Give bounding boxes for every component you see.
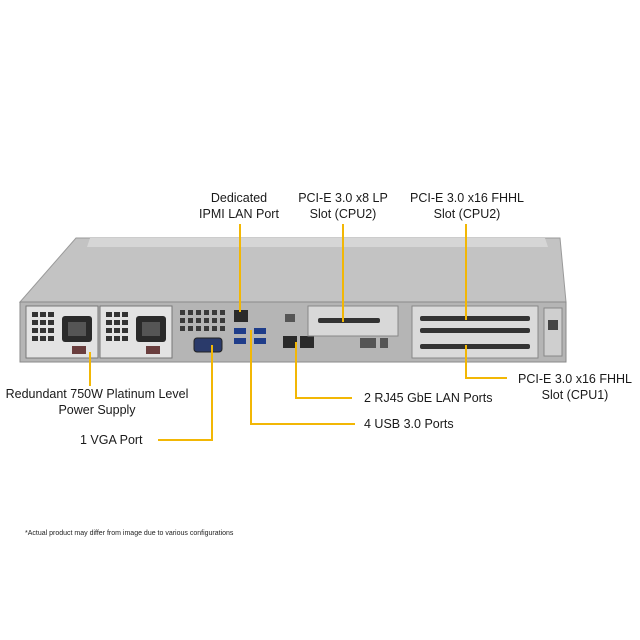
callout-usb: 4 USB 3.0 Ports	[364, 416, 454, 432]
callout-psu-line1: Redundant 750W Platinum Level	[5, 387, 189, 401]
callout-power-supply: Redundant 750W Platinum Level Power Supp…	[2, 386, 192, 418]
callout-ipmi-line1: Dedicated	[210, 191, 268, 205]
callout-leader-lines	[89, 224, 507, 441]
vga-port	[193, 337, 223, 353]
pcie-fhhl-slots	[411, 305, 539, 359]
callout-vga: 1 VGA Port	[80, 432, 143, 448]
callout-vga-text: 1 VGA Port	[80, 433, 143, 447]
leader-lan	[295, 342, 352, 399]
callout-pcie-fhhl-cpu1-line2: Slot (CPU1)	[541, 388, 609, 402]
callout-ipmi-line2: IPMI LAN Port	[199, 207, 279, 221]
gbe-lan-ports	[283, 336, 314, 348]
callout-pcie-fhhl-cpu1: PCI-E 3.0 x16 FHHL Slot (CPU1)	[512, 371, 638, 403]
callout-pcie-fhhl-cpu2-line1: PCI-E 3.0 x16 FHHL	[410, 191, 524, 205]
leader-vga	[158, 345, 213, 441]
power-supply-2	[99, 305, 173, 359]
callout-ipmi-lan: Dedicated IPMI LAN Port	[186, 190, 292, 222]
callout-pcie-lp: PCI-E 3.0 x8 LP Slot (CPU2)	[286, 190, 400, 222]
ipmi-lan-port	[234, 310, 248, 322]
callout-lan-text: 2 RJ45 GbE LAN Ports	[364, 391, 493, 405]
chassis-top-panel	[18, 237, 567, 303]
leader-usb	[250, 330, 355, 425]
callout-pcie-fhhl-cpu2-line2: Slot (CPU2)	[433, 207, 501, 221]
io-vent-grid	[180, 310, 225, 331]
power-supply-1	[25, 305, 99, 359]
callout-pcie-lp-line1: PCI-E 3.0 x8 LP	[298, 191, 388, 205]
callout-pcie-lp-line2: Slot (CPU2)	[309, 207, 377, 221]
callout-psu-line2: Power Supply	[58, 403, 136, 417]
callout-pcie-fhhl-cpu2: PCI-E 3.0 x16 FHHL Slot (CPU2)	[404, 190, 530, 222]
callout-lan: 2 RJ45 GbE LAN Ports	[364, 390, 493, 406]
pcie-lp-slot	[307, 305, 399, 337]
callout-usb-text: 4 USB 3.0 Ports	[364, 417, 454, 431]
leader-pcie-fhhl-cpu1	[465, 345, 507, 379]
disclaimer-footnote: *Actual product may differ from image du…	[25, 530, 234, 537]
callout-pcie-fhhl-cpu1-line1: PCI-E 3.0 x16 FHHL	[518, 372, 632, 386]
usb-ports	[234, 328, 266, 344]
